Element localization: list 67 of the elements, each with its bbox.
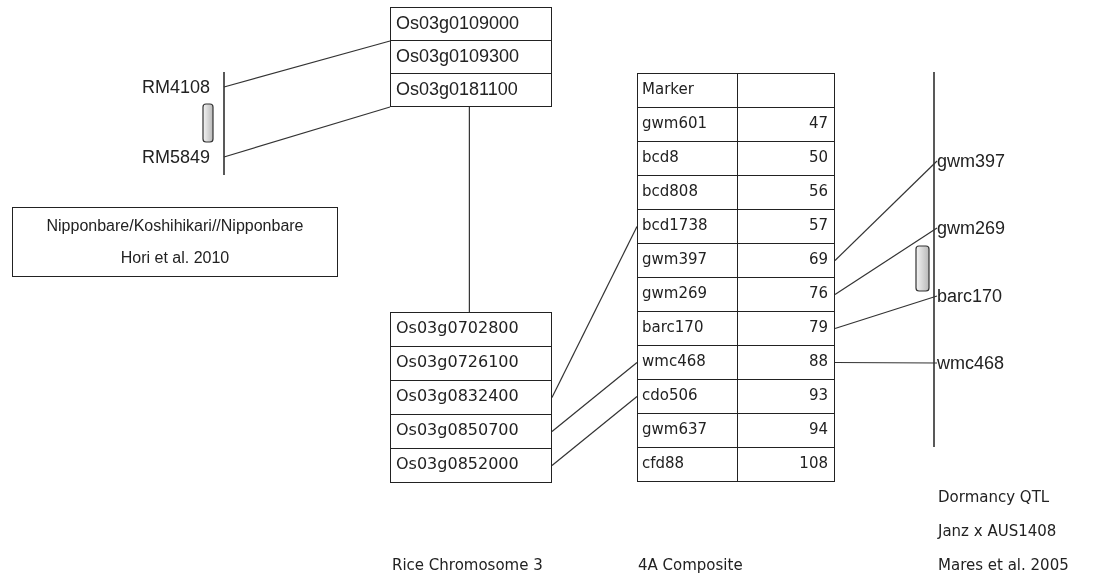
table-row: [637, 243, 835, 278]
marker-name: barc170: [937, 284, 1027, 308]
marker-name: wmc468: [937, 351, 1027, 375]
gene-name: Os03g0852000: [390, 448, 552, 483]
map-position: 69: [807, 249, 829, 270]
gene-name: Os03g0702800: [390, 312, 552, 347]
column-header: Marker: [638, 74, 738, 107]
connector-line: [834, 361, 938, 364]
table-row: [637, 413, 835, 448]
connector-line: [551, 361, 638, 433]
map-title: 4A Composite: [638, 556, 743, 574]
map-position: 57: [807, 215, 829, 236]
gene-name: Os03g0832400: [390, 380, 552, 415]
table-row: [637, 209, 835, 244]
gene-name: Os03g0726100: [390, 346, 552, 381]
connector-line: [223, 40, 391, 88]
marker-name: gwm269: [937, 216, 1027, 240]
connector-line: [468, 106, 470, 313]
map-position: 94: [807, 419, 829, 440]
marker-name: gwm397: [638, 244, 738, 277]
marker-name: wmc468: [638, 346, 738, 379]
citation: Hori et al. 2010: [120, 248, 230, 268]
cross-name: Nipponbare/Koshihikari//Nipponbare: [46, 216, 304, 236]
table-row: [637, 311, 835, 346]
map-position: 79: [807, 317, 829, 338]
marker-name: RM4108: [100, 75, 224, 99]
gene-name: Os03g0109000: [390, 7, 552, 41]
marker-name: bcd1738: [638, 210, 738, 243]
map-position: 50: [807, 147, 829, 168]
map-position: 56: [807, 181, 829, 202]
connector-line: [223, 106, 391, 158]
connector-line: [834, 295, 938, 330]
cross-name: Janz x AUS1408: [938, 522, 1057, 540]
map-title: Rice Chromosome 3: [392, 556, 543, 574]
marker-name: RM5849: [100, 145, 224, 169]
table-row: [637, 345, 835, 380]
connector-line: [834, 160, 938, 262]
table-row: [637, 277, 835, 312]
population-box: [12, 207, 338, 277]
map-position: 47: [807, 113, 829, 134]
marker-name: gwm397: [937, 149, 1027, 173]
marker-name: gwm637: [638, 414, 738, 447]
table-row: [637, 175, 835, 210]
marker-name: barc170: [638, 312, 738, 345]
connector-line: [834, 227, 938, 296]
map-position: 76: [807, 283, 829, 304]
map-position: 88: [807, 351, 829, 372]
gene-name: Os03g0850700: [390, 414, 552, 449]
marker-name: gwm601: [638, 108, 738, 141]
map-position: 93: [807, 385, 829, 406]
marker-name: cfd88: [638, 448, 738, 481]
table-row: [637, 447, 835, 482]
connector-line: [551, 225, 638, 399]
map-title: Dormancy QTL: [938, 488, 1050, 506]
citation: Mares et al. 2005: [938, 556, 1069, 574]
table-row: [637, 73, 835, 108]
table-row: [637, 379, 835, 414]
gene-name: Os03g0109300: [390, 40, 552, 74]
connector-line: [551, 395, 638, 467]
map-position: 108: [798, 453, 829, 474]
gene-name: Os03g0181100: [390, 73, 552, 107]
marker-name: gwm269: [638, 278, 738, 311]
marker-name: bcd808: [638, 176, 738, 209]
marker-name: cdo506: [638, 380, 738, 413]
table-row: [637, 107, 835, 142]
table-row: [637, 141, 835, 176]
marker-name: bcd8: [638, 142, 738, 175]
